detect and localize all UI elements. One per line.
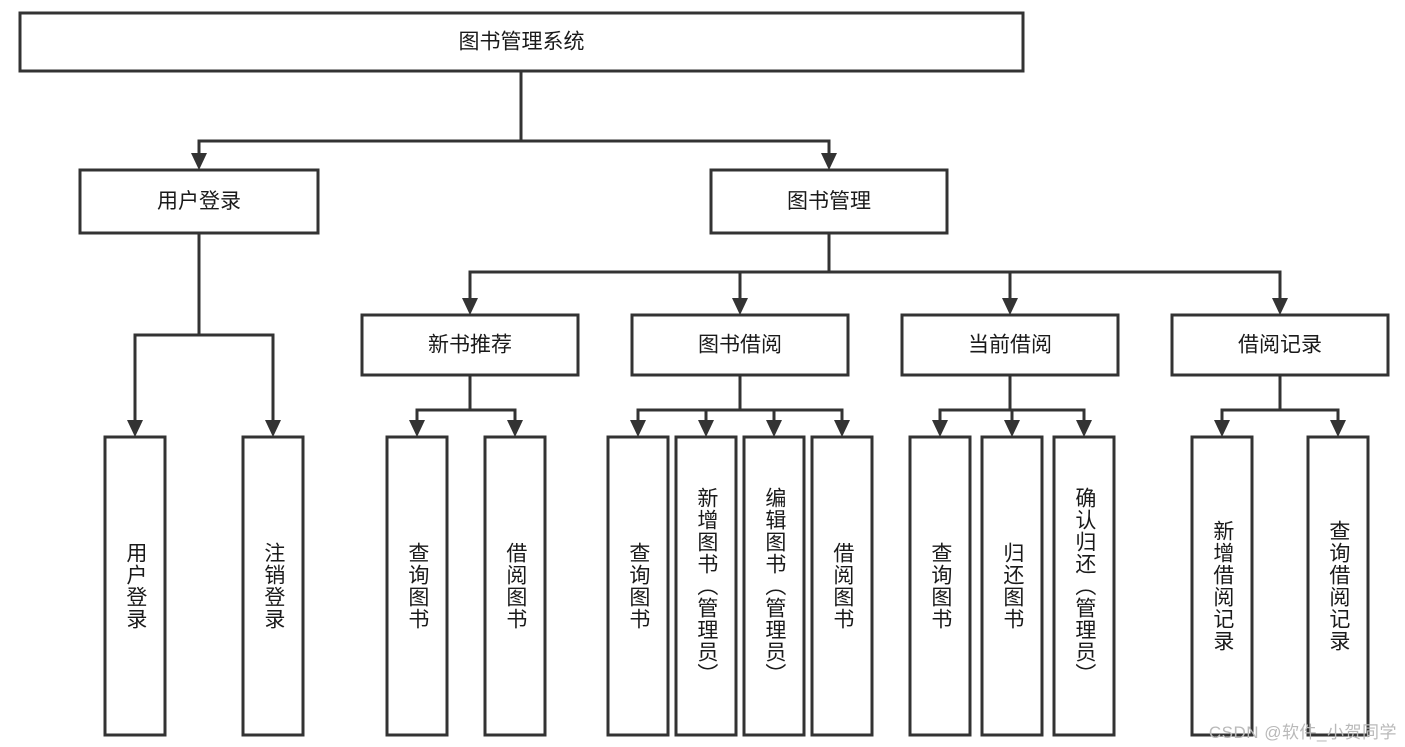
node-current-borrow-label: 当前借阅: [968, 334, 1052, 357]
node-leaf-return-book[interactable]: [980, 435, 1044, 737]
book-management-branch-arrow-1-head: [732, 298, 748, 315]
node-leaf-confirm-return-rect[interactable]: [1052, 435, 1116, 737]
node-borrow-record-label: 借阅记录: [1238, 334, 1322, 357]
node-leaf-query-book-1-rect[interactable]: [385, 435, 449, 737]
root-branch-arrow-1-head: [821, 153, 837, 170]
book-borrow-bar-arrow-0-head: [630, 420, 646, 437]
node-leaf-query-record-rect[interactable]: [1306, 435, 1370, 737]
node-leaf-user-login-rect[interactable]: [103, 435, 167, 737]
node-leaf-add-record-rect[interactable]: [1190, 435, 1254, 737]
node-box-layer: [18, 11, 1390, 737]
user-login-branch-arrow-0-head: [127, 420, 143, 437]
node-root-label: 图书管理系统: [459, 31, 585, 54]
current-borrow-bar-arrow-0-head: [932, 420, 948, 437]
node-leaf-return-book-rect[interactable]: [980, 435, 1044, 737]
book-management-branch-arrow-3-head: [1272, 298, 1288, 315]
root-branch-arrow-0-head: [191, 153, 207, 170]
watermark-text: CSDN @软件_小贺同学: [1208, 723, 1397, 742]
node-leaf-query-book-2-rect[interactable]: [606, 435, 670, 737]
node-new-book-recommend-rect[interactable]: [360, 313, 580, 377]
node-leaf-add-book[interactable]: [674, 435, 738, 737]
node-current-borrow[interactable]: [900, 313, 1120, 377]
node-leaf-user-login[interactable]: [103, 435, 167, 737]
node-user-login[interactable]: [78, 168, 320, 235]
node-leaf-borrow-book-1[interactable]: [483, 435, 547, 737]
node-leaf-borrow-book-1-rect[interactable]: [483, 435, 547, 737]
node-leaf-confirm-return[interactable]: [1052, 435, 1116, 737]
book-borrow-bar-arrow-3-head: [834, 420, 850, 437]
node-leaf-edit-book-rect[interactable]: [742, 435, 806, 737]
node-leaf-edit-book[interactable]: [742, 435, 806, 737]
node-leaf-logout[interactable]: [241, 435, 305, 737]
node-leaf-query-book-1[interactable]: [385, 435, 449, 737]
node-leaf-borrow-book-2[interactable]: [810, 435, 874, 737]
book-management-branch-arrow-2-head: [1002, 298, 1018, 315]
node-user-login-rect[interactable]: [78, 168, 320, 235]
node-borrow-record[interactable]: [1170, 313, 1390, 377]
node-book-borrow[interactable]: [630, 313, 850, 377]
node-leaf-query-book-3[interactable]: [908, 435, 972, 737]
current-borrow-bar-arrow-1-head: [1004, 420, 1020, 437]
node-user-login-label: 用户登录: [157, 190, 241, 213]
new-book-recommend-bar-arrow-1-head: [507, 420, 523, 437]
book-management-branch-arrow-0-head: [462, 298, 478, 315]
node-book-borrow-label: 图书借阅: [698, 334, 782, 357]
node-root-rect[interactable]: [18, 11, 1025, 73]
borrow-record-bar-arrow-1-head: [1330, 420, 1346, 437]
book-borrow-bar-arrow-2-head: [766, 420, 782, 437]
new-book-recommend-bar-arrow-0-head: [409, 420, 425, 437]
node-leaf-query-book-2[interactable]: [606, 435, 670, 737]
node-leaf-query-record[interactable]: [1306, 435, 1370, 737]
node-root[interactable]: [18, 11, 1025, 73]
node-book-borrow-rect[interactable]: [630, 313, 850, 377]
node-leaf-logout-rect[interactable]: [241, 435, 305, 737]
node-book-management-label: 图书管理: [787, 190, 871, 213]
node-new-book-recommend[interactable]: [360, 313, 580, 377]
node-leaf-query-book-3-rect[interactable]: [908, 435, 972, 737]
book-borrow-bar-arrow-1-head: [698, 420, 714, 437]
borrow-record-bar-arrow-0-head: [1214, 420, 1230, 437]
node-book-management-rect[interactable]: [709, 168, 949, 235]
node-book-management[interactable]: [709, 168, 949, 235]
node-borrow-record-rect[interactable]: [1170, 313, 1390, 377]
node-leaf-add-record[interactable]: [1190, 435, 1254, 737]
current-borrow-bar-arrow-2-head: [1076, 420, 1092, 437]
node-new-book-recommend-label: 新书推荐: [428, 334, 512, 357]
node-leaf-add-book-rect[interactable]: [674, 435, 738, 737]
connector-layer: [127, 69, 1346, 437]
node-leaf-borrow-book-2-rect[interactable]: [810, 435, 874, 737]
user-login-branch-arrow-1-head: [265, 420, 281, 437]
node-current-borrow-rect[interactable]: [900, 313, 1120, 377]
